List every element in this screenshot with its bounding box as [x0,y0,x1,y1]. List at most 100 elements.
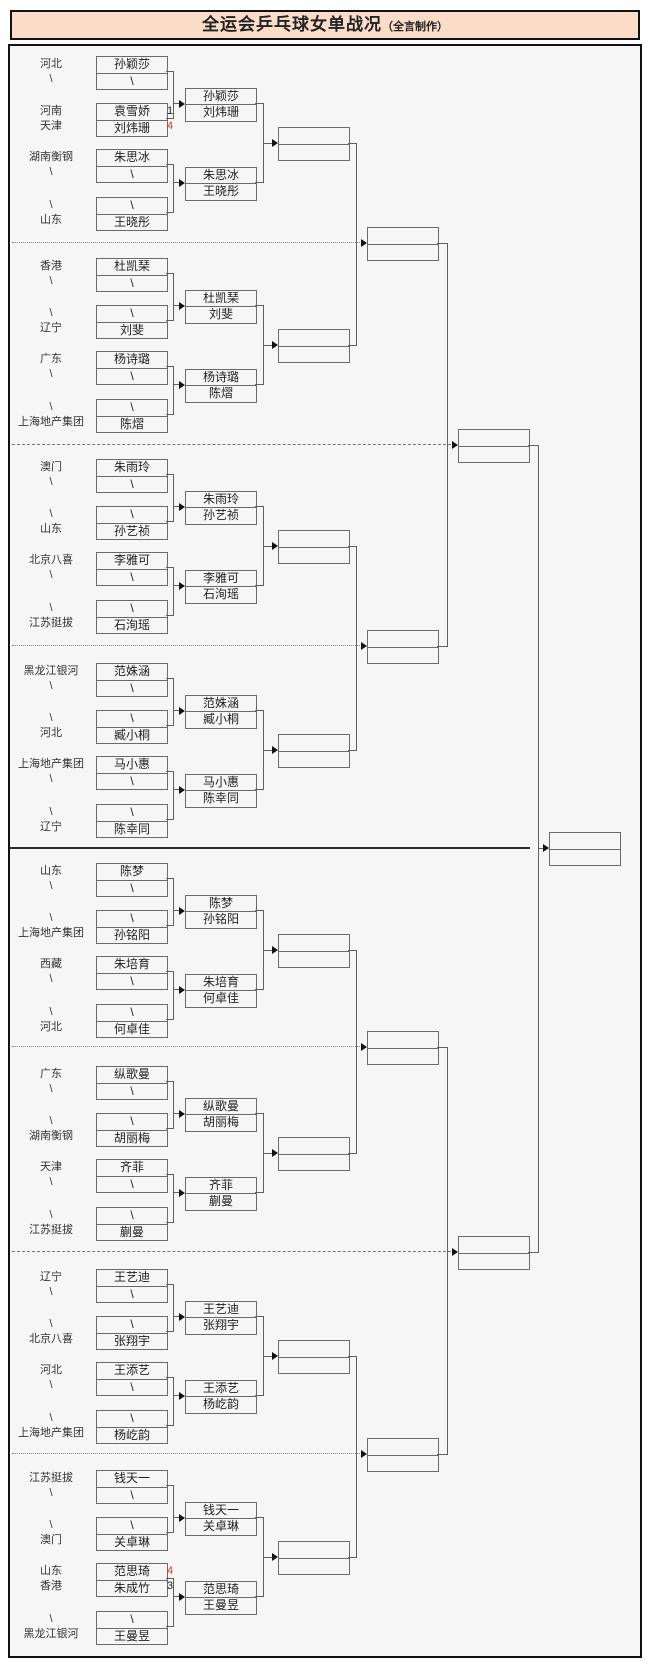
player-pair-box: 杨诗璐\ [96,351,168,385]
arrow-icon [272,746,278,754]
round2-winner-box: 齐菲蒯曼 [185,1176,257,1211]
player-pair-box-row2: \ [97,1285,167,1303]
connector-line [348,949,356,951]
connector-line [166,878,173,879]
player-pair-box: \石洵瑶 [96,600,168,634]
player-pair-box-row1: 马小惠 [113,757,150,771]
connector-line [173,182,179,183]
player-pair-box: 范姝涵\ [96,663,168,697]
player-pair-box: 杜凯琹\ [96,258,168,292]
connector-line [173,1192,179,1193]
connector-line [166,771,173,772]
round4-box [367,1438,439,1472]
connector-line [166,615,173,616]
semifinal-box-row1 [459,1237,529,1253]
player-pair-box-row1: \ [130,198,134,212]
bye-mark: \ [49,1518,53,1531]
arrow-icon [179,906,185,915]
round2-winner-box-row1: 王添艺 [202,1380,239,1395]
province-label: 江苏挺拔 [29,1471,73,1484]
round2-winner-box-row2: 何卓佳 [186,990,256,1007]
player-pair-box-row2: 何卓佳 [97,1020,167,1038]
player-pair-box-row2: \ [97,1175,167,1193]
bye-mark: \ [49,1317,53,1330]
round2-winner-box: 朱培育何卓佳 [185,973,257,1008]
player-pair-box-row1: 杜凯琹 [113,259,150,273]
connector-line [173,506,179,507]
round3-box-row2 [279,750,349,768]
round3-box-row1 [279,935,349,951]
round4-box [367,1031,439,1065]
connector-line [255,1316,263,1317]
connector-line [437,242,447,244]
bye-mark: \ [49,711,53,724]
connector-line [166,1485,173,1486]
player-pair-box-row2: 刘炜珊 [97,119,167,137]
round2-winner-box-row1: 马小惠 [202,774,239,789]
round2-winner-box-row2: 杨屹韵 [186,1396,256,1413]
player-pair-box-row1: \ [130,1411,134,1425]
arrow-icon [179,1513,185,1522]
round3-box [278,127,350,161]
round2-winner-box: 杜凯琹刘斐 [185,289,257,324]
round3-box-row1 [279,531,349,547]
province-label: 香港 [40,259,62,272]
round2-winner-box-row2: 王曼昱 [186,1597,256,1614]
connector-line [166,1019,173,1020]
connector-line [255,182,263,183]
round2-winner-box: 王添艺杨屹韵 [185,1379,257,1414]
province-label: 澳门 [40,1534,62,1546]
connector-line [173,1485,174,1533]
bye-mark: \ [49,773,53,785]
connector-line [166,320,173,321]
arrow-icon [179,985,185,994]
round2-winner-box-row2: 胡丽梅 [186,1114,256,1131]
round2-winner-box-row2: 张翔宇 [186,1317,256,1334]
connector-line [255,1192,263,1193]
player-pair-box: 齐菲\ [96,1159,168,1193]
connector-line [173,1316,179,1317]
player-pair-box: 朱雨玲\ [96,459,168,493]
connector-line [255,506,263,507]
connector-line [263,1152,272,1154]
arrow-icon [179,706,185,715]
player-pair-box-row1: \ [130,601,134,615]
round3-box [278,1541,350,1575]
player-pair-box-row2: 刘斐 [97,321,167,339]
round3-box [278,1340,350,1374]
player-pair-box-row2: 王晓彤 [97,213,167,231]
round2-winner-box: 范思琦王曼昱 [185,1580,257,1615]
connector-line [348,344,356,346]
round2-winner-box-row1: 李雅可 [202,570,239,585]
match-score: 4 [167,1564,174,1577]
player-pair-box-row2: \ [97,1486,167,1504]
connector-line [166,1626,173,1627]
round4-box-row1 [368,1032,438,1048]
round3-box-row2 [279,1557,349,1575]
round2-winner-box-row1: 范姝涵 [202,695,239,710]
player-pair-box-row1: 李雅可 [113,553,150,567]
arrow-icon [272,1553,278,1561]
connector-line [348,1355,356,1357]
connector-line [173,567,174,616]
player-pair-box: \陈熠 [96,399,168,433]
player-pair-box-row2: 关卓琳 [97,1533,167,1551]
connector-line [166,1331,173,1332]
connector-line [447,1046,448,1455]
player-pair-box: 钱天一\ [96,1470,168,1504]
connector-line [528,444,538,446]
connector-line [173,1377,174,1426]
match-score: 4 [167,120,174,132]
arrow-icon [272,1149,278,1157]
connector-line [173,71,174,119]
bye-mark: \ [49,1411,53,1424]
province-label: 辽宁 [40,1270,62,1283]
player-pair-box-row2: 胡丽梅 [97,1129,167,1147]
player-pair-box-row1: 纵歌曼 [113,1067,150,1081]
connector-line [348,1556,356,1558]
player-pair-box-row1: \ [130,1612,134,1626]
player-pair-box-row2: 石洵瑶 [97,616,167,634]
province-label: 北京八喜 [29,1333,73,1345]
match-score: 1 [167,104,174,117]
bye-mark: \ [49,1005,53,1018]
